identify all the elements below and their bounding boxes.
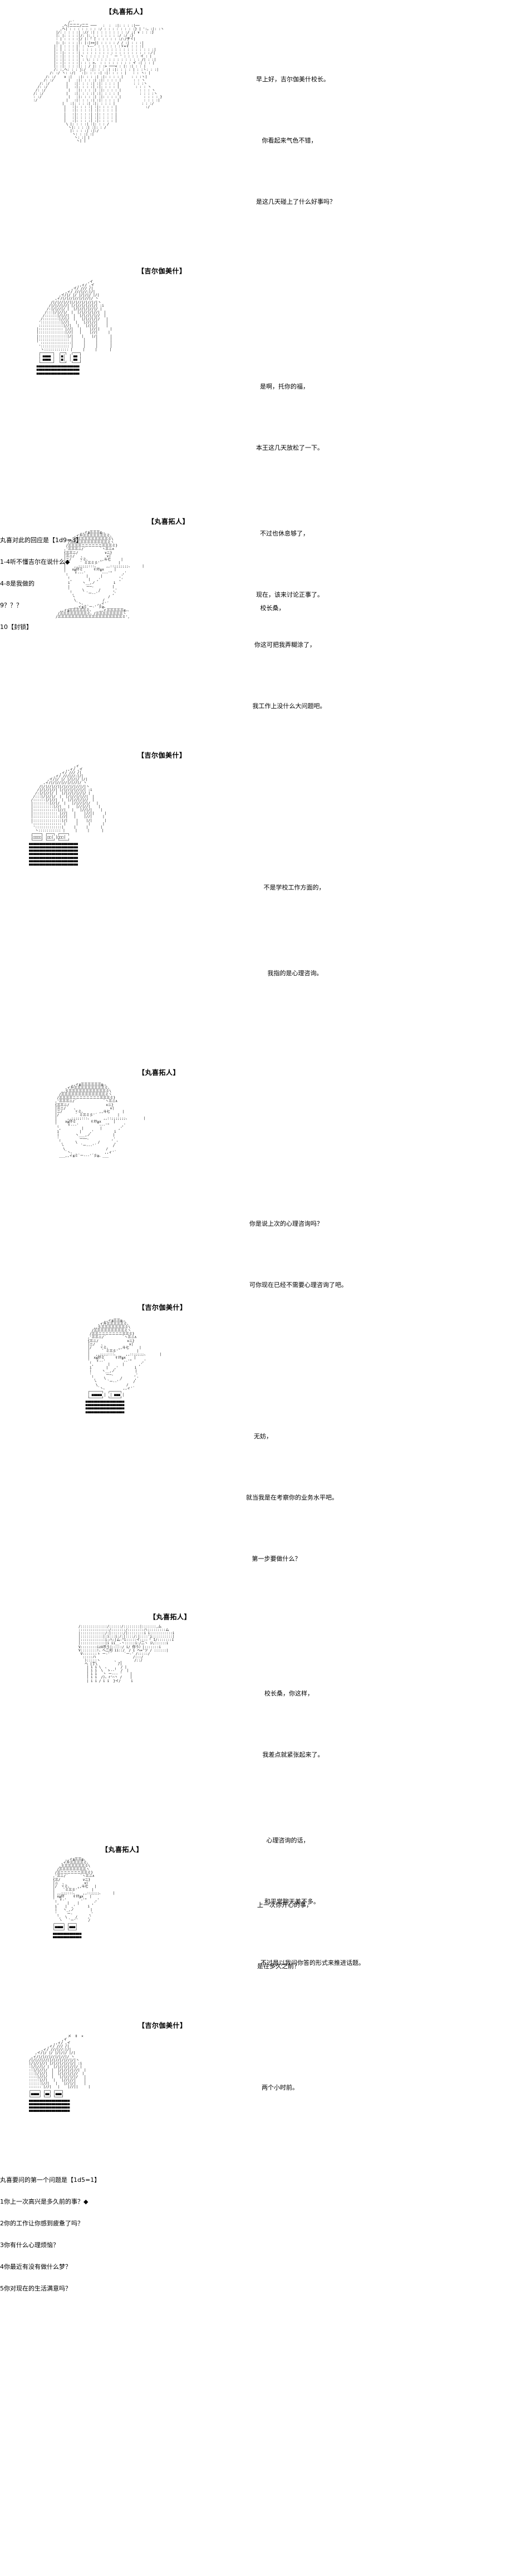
speaker-name-tag: 【丸喜拓人】	[101, 1846, 144, 1854]
dialogue-text: 无妨， 就当我是在考察你的业务水平吧。 第一步要做什么？	[246, 1406, 338, 1590]
dialogue-line: 不是学校工作方面的，	[262, 884, 325, 891]
story-panel: 【丸喜拓人】 /:::::::::::::/::::::/::::::::|::…	[0, 1609, 526, 1967]
speaker-name-tag: 【丸喜拓人】	[148, 518, 190, 525]
dialogue-line: 第一步要做什么？	[246, 1555, 301, 1562]
dice-roll-prompt: 丸喜对此的回应是【1d9=3】	[0, 537, 82, 544]
dice-roll-options-block: 丸喜对此的回应是【1d9=3】 1-4听不懂吉尔在说什么◆ 4-8是我做的 9？…	[0, 522, 82, 645]
speaker-name-tag: 【丸喜拓人】	[105, 8, 148, 16]
ascii-art-maruki-portrait-asking: ,,ィ≦三三≧、 ,ィ升三三三三ミ、 ,彡三三三三三三ミ\ /三三三三三三三三ヽ…	[53, 1857, 115, 1940]
dialogue-text: 两个小时前。	[262, 2057, 298, 2118]
dialogue-line: 不过也休息够了，	[256, 530, 309, 537]
speaker-name-tag: 【丸喜拓人】	[138, 1069, 180, 1076]
story-panel: 【吉尔伽美什】 ,,ィ≦三三≧、、 ,ィ升三三三三三ミ、 ,,彡三三三三三三三ミ…	[0, 1297, 526, 1609]
dialogue-line: 是在多久之前？	[257, 1963, 300, 1970]
ascii-art-maruki-portrait-confused: ,,ィ≦三三三≧、、 ,ィ升三三三三三三三ミ、 ,,彡三三三三三三三三三ミ\ /…	[56, 530, 144, 620]
ascii-art-maruki-portrait-smiling: /'´ ,ヘ|二二二/二二 ─── : : :|: : : :|── ,ヘ| :…	[33, 21, 164, 144]
speaker-name-tag: 【吉尔伽美什】	[138, 1304, 187, 1311]
speaker-name-tag: 【吉尔伽美什】	[137, 751, 186, 759]
dialogue-text: 校长桑，你这样， 我差点就紧张起来了。 心理咨询的话， 和平常聊天差不多。 不过…	[260, 1663, 365, 1994]
dialogue-line: 现在，该来讨论正事了。	[256, 591, 323, 598]
dialogue-line: 和平常聊天差不多。	[260, 1898, 319, 1905]
story-panel: 【吉尔伽美什】 メ ‡ × ,イ ,,ィ/ ,イ ,ィ/ /// /| ,ィ/ …	[0, 2009, 526, 2193]
dialogue-text: 校长桑， 你这可把我弄糊涂了， 我工作上没什么大问题吧。	[250, 578, 326, 737]
dice-roll-option: 3你有什么心理烦恼？	[0, 2241, 59, 2249]
dice-roll-option: 4你最近有没有做什么梦？	[0, 2263, 71, 2270]
dialogue-line: 早上好，吉尔伽美什校长。	[256, 76, 330, 83]
dice-roll-option: 10【封锁】	[0, 623, 32, 631]
story-panel: 【吉尔伽美什】 ,イ ,,ィ/ ,イ ,イ/ /// /| ,ィ/ ///|//…	[0, 262, 526, 598]
dialogue-line: 不过是以我问你答的形式来推进话题。	[260, 1959, 365, 1967]
dialogue-text: 不是学校工作方面的， 我指的是心理咨询。	[262, 857, 325, 1004]
dice-roll-option: 1你上一次高兴是多久前的事？◆	[0, 2198, 89, 2205]
speaker-name-tag: 【丸喜拓人】	[149, 1613, 191, 1621]
dialogue-line: 你看起来气色不错，	[256, 137, 317, 144]
dialogue-line: 本王这几天放松了一下。	[256, 444, 323, 451]
dialogue-text: 上一次你开心的事， 是在多久之前？	[257, 1875, 312, 1997]
dialogue-line: 无妨，	[246, 1433, 272, 1440]
dialogue-line: 我差点就紧张起来了。	[260, 1751, 324, 1758]
dice-roll-option: 2你的工作让你感到疲惫了吗？	[0, 2220, 83, 2227]
story-panel: 【丸喜拓人】 ,,ィ≦三三≧、 ,ィ升三三三三ミ、 ,彡三三三三三三ミ\ /三三…	[0, 1842, 526, 2009]
story-panel: 【丸喜拓人】 ,,ィ≦三三三≧、、 ,ィ升三三三三三三三ミ、 ,,彡三三三三三三…	[0, 512, 526, 746]
ascii-art-gilgamesh-portrait-answer: メ ‡ × ,イ ,,ィ/ ,イ ,ィ/ /// /| ,ィ/ ///|//:|…	[29, 2034, 91, 2113]
dice-roll-option: 1-4听不懂吉尔在说什么◆	[0, 558, 70, 566]
ascii-art-gilgamesh-portrait-seated: ,イ ,,ィ/ ,イ ,イ/ /// /| ,ィ/ ///|//:|/| ,イ/…	[36, 280, 112, 376]
ascii-art-maruki-portrait-surprised: ,,ィ≦三三三三三三≧、、 ,ィ升三三三三三三三三三ミ、 ,,彡三三三三三三三三…	[55, 1083, 146, 1158]
dialogue-text: 早上好，吉尔伽美什校长。 你看起来气色不错， 是这几天碰上了什么好事吗？	[256, 49, 336, 233]
speaker-name-tag: 【吉尔伽美什】	[138, 2022, 187, 2029]
dialogue-line: 两个小时前。	[262, 2084, 298, 2091]
dialogue-line: 上一次你开心的事，	[257, 1901, 312, 1909]
dice-roll-option: 4-8是我做的	[0, 580, 35, 587]
story-panel: 【吉尔伽美什】 ,ィ ,,ィ/ ,イ ,ィ/ /// /| ,ィ/ ///|//…	[0, 746, 526, 1063]
dialogue-line: 你这可把我弄糊涂了，	[250, 641, 316, 648]
dialogue-text: 你是说上次的心理咨询吗？ 可你现在已经不需要心理咨询了吧。	[249, 1193, 347, 1316]
dialogue-line: 是啊，托你的福，	[256, 383, 309, 390]
ascii-art-maruki-portrait-explaining: /:::::::::::::/::::::/::::::::|:::::::,ム…	[78, 1625, 175, 1683]
dice-roll-option: 9？？？	[0, 602, 22, 609]
dialogue-line: 我工作上没什么大问题吧。	[250, 702, 326, 710]
story-panel: 【丸喜拓人】 /'´ ,ヘ|二二二/二二 ─── : : :|: : : :|─…	[0, 0, 526, 262]
dialogue-line: 我指的是心理咨询。	[262, 970, 323, 977]
dialogue-line: 可你现在已经不需要心理咨询了吧。	[249, 1281, 347, 1289]
dialogue-text: 是啊，托你的福， 本王这几天放松了一下。 不过也休息够了， 现在，该来讨论正事了…	[256, 356, 323, 626]
dice-roll-prompt: 丸喜要问的第一个问题是【1d5=1】	[0, 2176, 101, 2184]
ascii-art-gilgamesh-portrait-throne: ,ィ ,,ィ/ ,イ ,ィ/ /// /| ,ィ/ ///|//:|/| ,イ/…	[29, 764, 107, 867]
dialogue-line: 就当我是在考察你的业务水平吧。	[246, 1494, 338, 1501]
dialogue-line: 校长桑，	[250, 604, 285, 612]
dialogue-line: 是这几天碰上了什么好事吗？	[256, 198, 336, 205]
dialogue-line: 心理咨询的话，	[260, 1837, 309, 1844]
dialogue-line: 你是说上次的心理咨询吗？	[249, 1220, 323, 1227]
dice-roll-options-block: 丸喜要问的第一个问题是【1d5=1】 1你上一次高兴是多久前的事？◆ 2你的工作…	[0, 2162, 100, 2307]
speaker-name-tag: 【吉尔伽美什】	[137, 267, 186, 275]
dialogue-line: 校长桑，你这样，	[260, 1690, 313, 1697]
ascii-art-gilgamesh-portrait-standing: ,,ィ≦三三≧、、 ,ィ升三三三三三ミ、 ,,彡三三三三三三三ミ\ /三三三三三…	[85, 1319, 162, 1414]
dice-roll-option: 5你对现在的生活满意吗？	[0, 2285, 71, 2292]
story-panel: 【丸喜拓人】 ,,ィ≦三三三三三三≧、、 ,ィ升三三三三三三三三三ミ、 ,,彡三…	[0, 1063, 526, 1297]
